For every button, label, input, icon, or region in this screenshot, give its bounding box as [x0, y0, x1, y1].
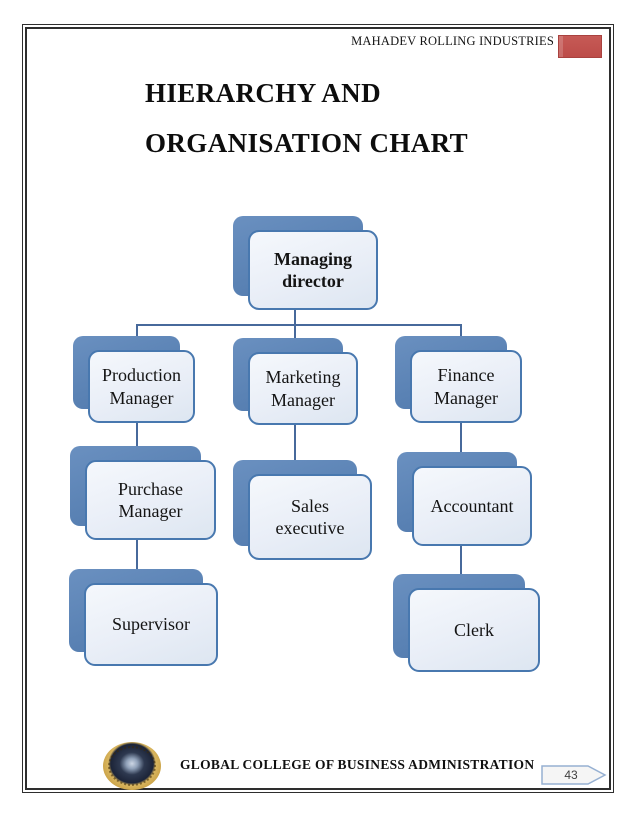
node-label: Marketing Manager [265, 367, 341, 410]
node-label: Finance Manager [434, 365, 498, 408]
node-label: Managing director [273, 248, 352, 292]
page-border [25, 27, 611, 790]
header-company-name: MAHADEV ROLLING INDUSTRIES [351, 34, 554, 48]
connector-marketing-sales [294, 423, 296, 477]
node-label: Clerk [454, 619, 494, 640]
node-front: Clerk [408, 588, 540, 672]
page-title-line1: HIERARCHY AND [145, 78, 381, 108]
org-node-accountant: Accountant [397, 452, 532, 546]
header-accent-box [558, 35, 602, 58]
org-node-purchase-manager: Purchase Manager [70, 446, 216, 540]
connector-accountant-clerk [460, 544, 462, 591]
connector-finance-accountant [460, 421, 462, 469]
connector-root-stem [294, 306, 296, 326]
page-title-line2: ORGANISATION CHART [145, 128, 469, 158]
node-front: Marketing Manager [248, 352, 358, 425]
org-node-managing-director: Managing director [233, 216, 378, 310]
node-front: Managing director [248, 230, 378, 310]
org-node-production-manager: Production Manager [73, 336, 195, 423]
node-front: Production Manager [88, 350, 195, 423]
page-number: 43 [564, 768, 578, 782]
node-front: Supervisor [84, 583, 218, 666]
org-node-sales-executive: Sales executive [233, 460, 372, 560]
org-node-clerk: Clerk [393, 574, 540, 672]
node-label: Supervisor [112, 614, 190, 635]
node-front: Sales executive [248, 474, 372, 560]
org-node-marketing-manager: Marketing Manager [233, 338, 358, 425]
page-number-pentagon [541, 765, 607, 785]
page-number-badge: 43 [541, 765, 607, 785]
footer-college-name: GLOBAL COLLEGE OF BUSINESS ADMINISTRATIO… [180, 757, 535, 772]
connector-production-purchase [136, 421, 138, 463]
org-node-supervisor: Supervisor [69, 569, 218, 666]
node-front: Finance Manager [410, 350, 522, 423]
connector-horizontal-bus [136, 324, 462, 326]
node-label: Purchase Manager [118, 478, 183, 522]
college-logo-icon [103, 742, 161, 790]
connector-purchase-supervisor [136, 538, 138, 586]
node-label: Sales executive [275, 495, 345, 539]
node-front: Accountant [412, 466, 532, 546]
page-title: HIERARCHY AND ORGANISATION CHART [145, 68, 468, 168]
node-front: Purchase Manager [85, 460, 216, 540]
node-label: Production Manager [102, 365, 181, 408]
org-node-finance-manager: Finance Manager [395, 336, 522, 423]
node-label: Accountant [430, 495, 514, 516]
